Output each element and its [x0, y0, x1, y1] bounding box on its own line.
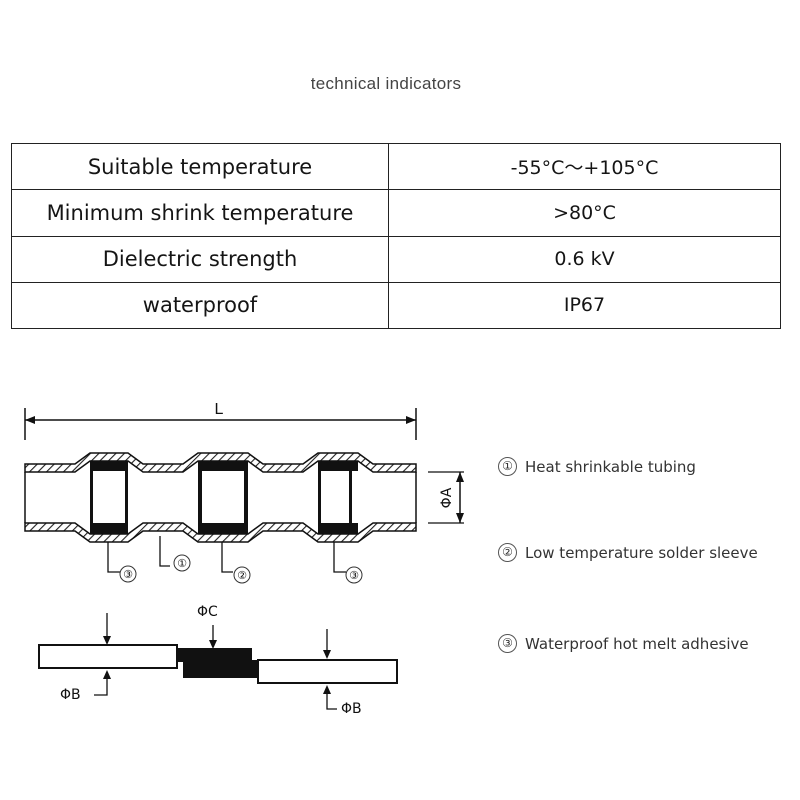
- legend-item: ① Heat shrinkable tubing: [498, 457, 696, 476]
- legend-item: ③ Waterproof hot melt adhesive: [498, 634, 749, 653]
- legend-text: Heat shrinkable tubing: [525, 457, 696, 476]
- row-value: -55°C～+105°C: [388, 142, 781, 191]
- spec-table: Suitable temperature -55°C～+105°C Minimu…: [11, 142, 781, 330]
- wire-joint-diagram: ΦB ΦC ΦB: [38, 604, 398, 717]
- callout-2: ②: [221, 542, 251, 584]
- callout-3-right: ③: [333, 542, 363, 584]
- connector-diagram: L ΦA ③ ①: [24, 401, 464, 717]
- dim-a-label: ΦA: [439, 487, 455, 508]
- row-value: 0.6 kV: [388, 235, 781, 283]
- row-label: Suitable temperature: [11, 142, 389, 191]
- dim-b-right-label: ΦB: [341, 701, 362, 717]
- legend-text: Waterproof hot melt adhesive: [525, 634, 749, 653]
- legend-item: ② Low temperature solder sleeve: [498, 543, 758, 562]
- legend-marker: ②: [498, 543, 517, 562]
- dim-c-label: ΦC: [197, 604, 218, 620]
- tube-body: [24, 452, 417, 543]
- table-row: waterproof IP67: [11, 281, 781, 330]
- callout-marker: ①: [177, 557, 187, 570]
- dimension-a: ΦA: [428, 471, 464, 524]
- legend-marker: ③: [498, 634, 517, 653]
- table-row: Suitable temperature -55°C～+105°C: [11, 142, 781, 191]
- row-label: waterproof: [11, 281, 389, 330]
- dim-l-label: L: [215, 401, 224, 418]
- dim-b-left-label: ΦB: [60, 687, 81, 703]
- row-label: Minimum shrink temperature: [11, 189, 389, 237]
- callout-marker: ③: [349, 569, 359, 582]
- legend-text: Low temperature solder sleeve: [525, 543, 758, 562]
- callout-3-left: ③: [107, 542, 137, 583]
- row-label: Dielectric strength: [11, 235, 389, 283]
- table-row: Minimum shrink temperature >80°C: [11, 189, 781, 237]
- page-title: technical indicators: [310, 74, 462, 93]
- callout-marker: ②: [237, 569, 247, 582]
- dimension-l: L: [24, 401, 417, 440]
- callout-1: ①: [159, 536, 191, 572]
- callout-marker: ③: [123, 568, 133, 581]
- row-value: >80°C: [388, 189, 781, 237]
- row-value: IP67: [388, 281, 781, 330]
- table-row: Dielectric strength 0.6 kV: [11, 235, 781, 283]
- legend-marker: ①: [498, 457, 517, 476]
